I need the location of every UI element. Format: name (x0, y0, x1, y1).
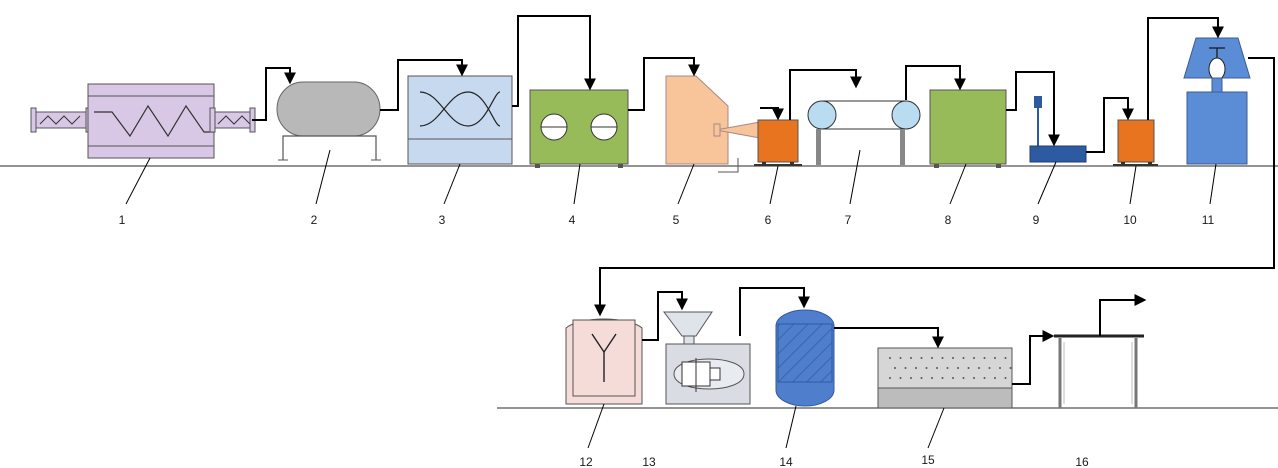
oven-dot (952, 377, 954, 379)
unit-2-storage-tank (276, 81, 381, 161)
oven-dot (988, 367, 991, 369)
oven-dot (920, 377, 923, 379)
label-unit-1: 1 (119, 213, 126, 227)
oven-dot (957, 367, 959, 369)
oven-dot (1009, 367, 1012, 369)
oven-dot (894, 367, 896, 369)
oven-dot (952, 357, 954, 359)
unit-12-pink-reactor (565, 318, 643, 405)
oven-dot (931, 357, 933, 359)
unit-15-dryer-oven (877, 347, 1013, 409)
oven-dot (889, 377, 891, 379)
label-unit-11: 11 (1202, 213, 1215, 227)
flow-arrow-16-out (1099, 294, 1147, 336)
label-unit-7: 7 (845, 213, 852, 227)
oven-dot (962, 357, 965, 359)
oven-dot (910, 357, 912, 359)
unit-7-belt-conveyor (807, 100, 921, 165)
oven-dot (899, 357, 902, 359)
oven-dot (962, 377, 965, 379)
flow-connectors (252, 15, 1275, 385)
flow-arrow-1-2 (252, 67, 296, 121)
oven-dot (941, 357, 944, 359)
oven-dot (994, 357, 996, 359)
unit-9-platform-scale (1029, 96, 1087, 163)
flow-arrow-4-5 (628, 57, 700, 111)
oven-dot (999, 367, 1001, 369)
unit-10-orange-hopper (1113, 119, 1158, 166)
unit-3-mixer (407, 75, 513, 165)
flow-arrow-10-11 (1147, 17, 1224, 120)
oven-dot (920, 357, 923, 359)
oven-dot (983, 377, 986, 379)
oven-dot (946, 367, 949, 369)
oven-dot (973, 357, 975, 359)
flow-arrow-8-9 (1006, 71, 1060, 147)
label-unit-13: 13 (642, 455, 656, 468)
flow-arrow-3-4 (512, 15, 596, 107)
oven-dot (994, 377, 996, 379)
flow-arrow-2-3 (380, 59, 468, 111)
unit-4-double-disc-unit (529, 89, 629, 168)
oven-dot (889, 357, 891, 359)
unit-11-blue-mill (1183, 37, 1251, 165)
oven-dot (910, 377, 912, 379)
oven-dot (925, 367, 928, 369)
oven-dot (899, 377, 902, 379)
flow-arrow-13-14 (739, 287, 810, 336)
unit-6-orange-hopper (754, 119, 802, 166)
oven-dot (978, 367, 980, 369)
label-unit-2: 2 (311, 213, 318, 227)
label-unit-5: 5 (673, 213, 680, 227)
label-unit-15: 15 (921, 453, 935, 467)
flow-arrow-15-16 (1012, 330, 1055, 385)
label-unit-4: 4 (569, 213, 576, 227)
unit-8-green-cabinet (929, 89, 1007, 168)
leader-lines (125, 149, 1217, 449)
unit-16-table (1054, 334, 1144, 408)
oven-dot (915, 367, 917, 369)
flow-arrow-11-12 (594, 57, 1275, 317)
label-unit-14: 14 (779, 455, 793, 468)
label-unit-6: 6 (765, 213, 772, 227)
label-unit-8: 8 (945, 213, 952, 227)
unit-1-screw-extruder (30, 83, 256, 159)
label-unit-9: 9 (1033, 213, 1040, 227)
unit-5-spray-chamber (665, 75, 761, 173)
unit-labels: 1 2 3 4 5 6 7 8 9 10 11 12 13 14 15 16 (119, 213, 1215, 468)
label-unit-10: 10 (1123, 213, 1137, 227)
unit-13-grinder (663, 311, 751, 405)
oven-dot (1004, 357, 1007, 359)
flow-arrow-5-6 (760, 107, 784, 121)
flow-arrow-14-15 (834, 327, 944, 349)
oven-dot (941, 377, 944, 379)
flow-arrow-12-13 (642, 291, 688, 341)
oven-dot (973, 377, 975, 379)
label-unit-12: 12 (579, 455, 593, 468)
oven-dot (1004, 377, 1007, 379)
flow-arrow-6-7 (789, 69, 862, 120)
unit-14-blue-column (775, 309, 835, 407)
oven-dot (983, 357, 986, 359)
oven-dot (936, 367, 938, 369)
label-unit-16: 16 (1075, 455, 1089, 468)
oven-dot (931, 377, 933, 379)
oven-dot (904, 367, 907, 369)
oven-dots (889, 357, 1012, 379)
label-unit-3: 3 (439, 213, 446, 227)
oven-dot (967, 367, 970, 369)
flow-arrow-9-10 (1086, 97, 1134, 153)
flow-arrow-7-8 (905, 65, 966, 100)
